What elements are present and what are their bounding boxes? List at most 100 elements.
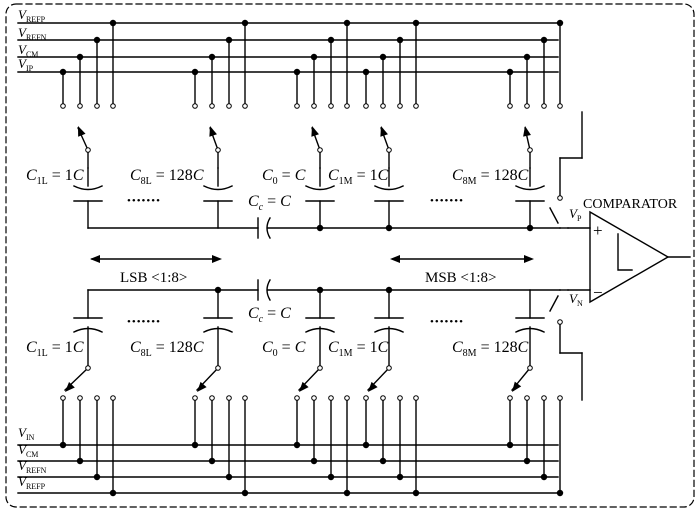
coupling-cap-bottom-plate-right [266,279,271,301]
bottom-bus-node-c1m [385,286,393,294]
bottom-c1m-tap-node-2 [396,473,404,481]
top-c1l-tap-node-2 [93,36,101,44]
bottom-c1l-contact-1 [77,395,83,401]
bottom-c1m-contact-0 [363,395,369,401]
top-c8m-switch-arrowhead [523,126,531,137]
cap-label-c0-bottom: C0 = C [262,339,306,359]
bottom-c1l-contact-0 [60,395,66,401]
vn-input-switch [549,295,559,312]
top-c8m-tap-node-2 [540,36,548,44]
top-c1m-switch-arrowhead [380,126,388,137]
lsb-label: LSB <1:8> [120,270,187,286]
top-c0-switch-arrowhead [311,126,319,137]
top-c0-tap-node-1 [310,53,318,61]
bottom-c0-switch-hinge [317,365,323,371]
bottom-c8m-tap-node-0 [506,441,514,449]
cap-label-c8l-bottom: C8L = 128C [130,339,204,359]
bottom-c8m-contact-0 [507,395,513,401]
bottom-c1m-contact-1 [380,395,386,401]
top-c8l-tap-node-2 [225,36,233,44]
dashed-border-frame [5,3,695,508]
top-c8m-tap-node-3 [556,19,564,27]
top-c1l-tap-node-3 [109,19,117,27]
vn-switch-contact [557,319,563,325]
cap-label-c0-top: C0 = C [262,167,306,187]
comparator-triangle [589,210,670,304]
cap-label-c8m-top: C8M = 128C [452,167,529,187]
bottom-c0-contact-0 [294,395,300,401]
coupling-cap-top-plate-right [266,217,271,239]
bottom-c1l-tap-node-3 [109,489,117,497]
bottom-c8m-contact-1 [524,395,530,401]
comparator-hysteresis-glyph [617,233,633,271]
rail-label-vcm-top: VCM [18,42,38,59]
bottom-c0-contact-1 [311,395,317,401]
top-c1l-tap-node-0 [59,68,67,76]
top-c8m-tap-node-1 [523,53,531,61]
top-c1l-contact-0 [60,103,66,109]
bottom-c8l-tap-node-3 [241,489,249,497]
bottom-c0-tap-node-3 [343,489,351,497]
bottom-c1m-tap-node-1 [379,457,387,465]
top-bus-node-c1m [385,224,393,232]
top-c8m-contact-1 [524,103,530,109]
top-c1m-tap-node-2 [396,36,404,44]
bottom-c1l-switch-hinge [85,365,91,371]
bottom-c8l-contact-1 [209,395,215,401]
bottom-bus-node-c8l [214,286,222,294]
top-c0-switch-hinge [317,147,323,153]
ellipsis-bottom-msb: ••••••• [430,316,464,328]
bottom-c0-contact-3 [344,395,350,401]
vp-input-switch [549,207,559,224]
top-c0-tap-node-3 [343,19,351,27]
cap-label-c1m-top: C1M = 1C [328,167,389,187]
bottom-c8l-tap-node-2 [225,473,233,481]
bottom-c8m-tap-node-3 [556,489,564,497]
top-c8l-tap-node-3 [241,19,249,27]
bottom-c1m-switch-hinge [386,365,392,371]
top-c0-contact-2 [328,103,334,109]
bottom-c1m-switch-arrowhead [368,381,378,392]
ellipsis-bottom-lsb: ••••••• [127,316,161,328]
msb-arrowhead-right [524,255,534,263]
bottom-c0-contact-2 [328,395,334,401]
bottom-c1l-contact-3 [110,395,116,401]
top-c8m-cap-plate-curved [515,185,545,191]
bottom-c1m-tap-node-0 [362,441,370,449]
msb-label: MSB <1:8> [425,270,497,286]
ellipsis-top-lsb: ••••••• [127,195,161,207]
top-c8m-contact-0 [507,103,513,109]
top-c8l-switch-arrowhead [209,126,217,137]
top-c8l-tap-node-1 [208,53,216,61]
rail-label-vip: VIP [18,56,34,73]
cap-label-c8m-bottom: C8M = 128C [452,339,529,359]
bottom-c8m-switch-arrowhead [512,381,522,392]
top-c8m-contact-2 [541,103,547,109]
bottom-c8m-tap-node-2 [540,473,548,481]
bottom-c8l-tap-node-1 [208,457,216,465]
top-c0-tap-node-0 [293,68,301,76]
top-c0-tap-node-2 [327,36,335,44]
bottom-c1l-tap-node-2 [93,473,101,481]
lsb-arrowhead-right [212,255,222,263]
bottom-c1l-tap-node-1 [76,457,84,465]
top-c1m-contact-1 [380,103,386,109]
lsb-arrowhead-left [90,255,100,263]
bottom-c1l-contact-2 [94,395,100,401]
cap-label-c1l-bottom: C1L = 1C [26,339,84,359]
top-bus-node-c8m [526,224,534,232]
vn-label: VN [569,291,583,308]
comparator-minus-sign: − [593,283,603,302]
bottom-c1m-contact-3 [413,395,419,401]
top-c8l-contact-3 [242,103,248,109]
bottom-c8l-tap-node-0 [191,441,199,449]
top-c8l-cap-plate-curved [203,185,233,191]
bottom-c8m-contact-3 [557,395,563,401]
top-bus-node-c0 [316,224,324,232]
rail-label-vrefp-bottom: VREFP [18,474,46,491]
top-c1m-cap-plate-curved [374,185,404,191]
cap-label-c1m-bottom: C1M = 1C [328,339,389,359]
bottom-c8l-switch-arrowhead [197,381,207,392]
